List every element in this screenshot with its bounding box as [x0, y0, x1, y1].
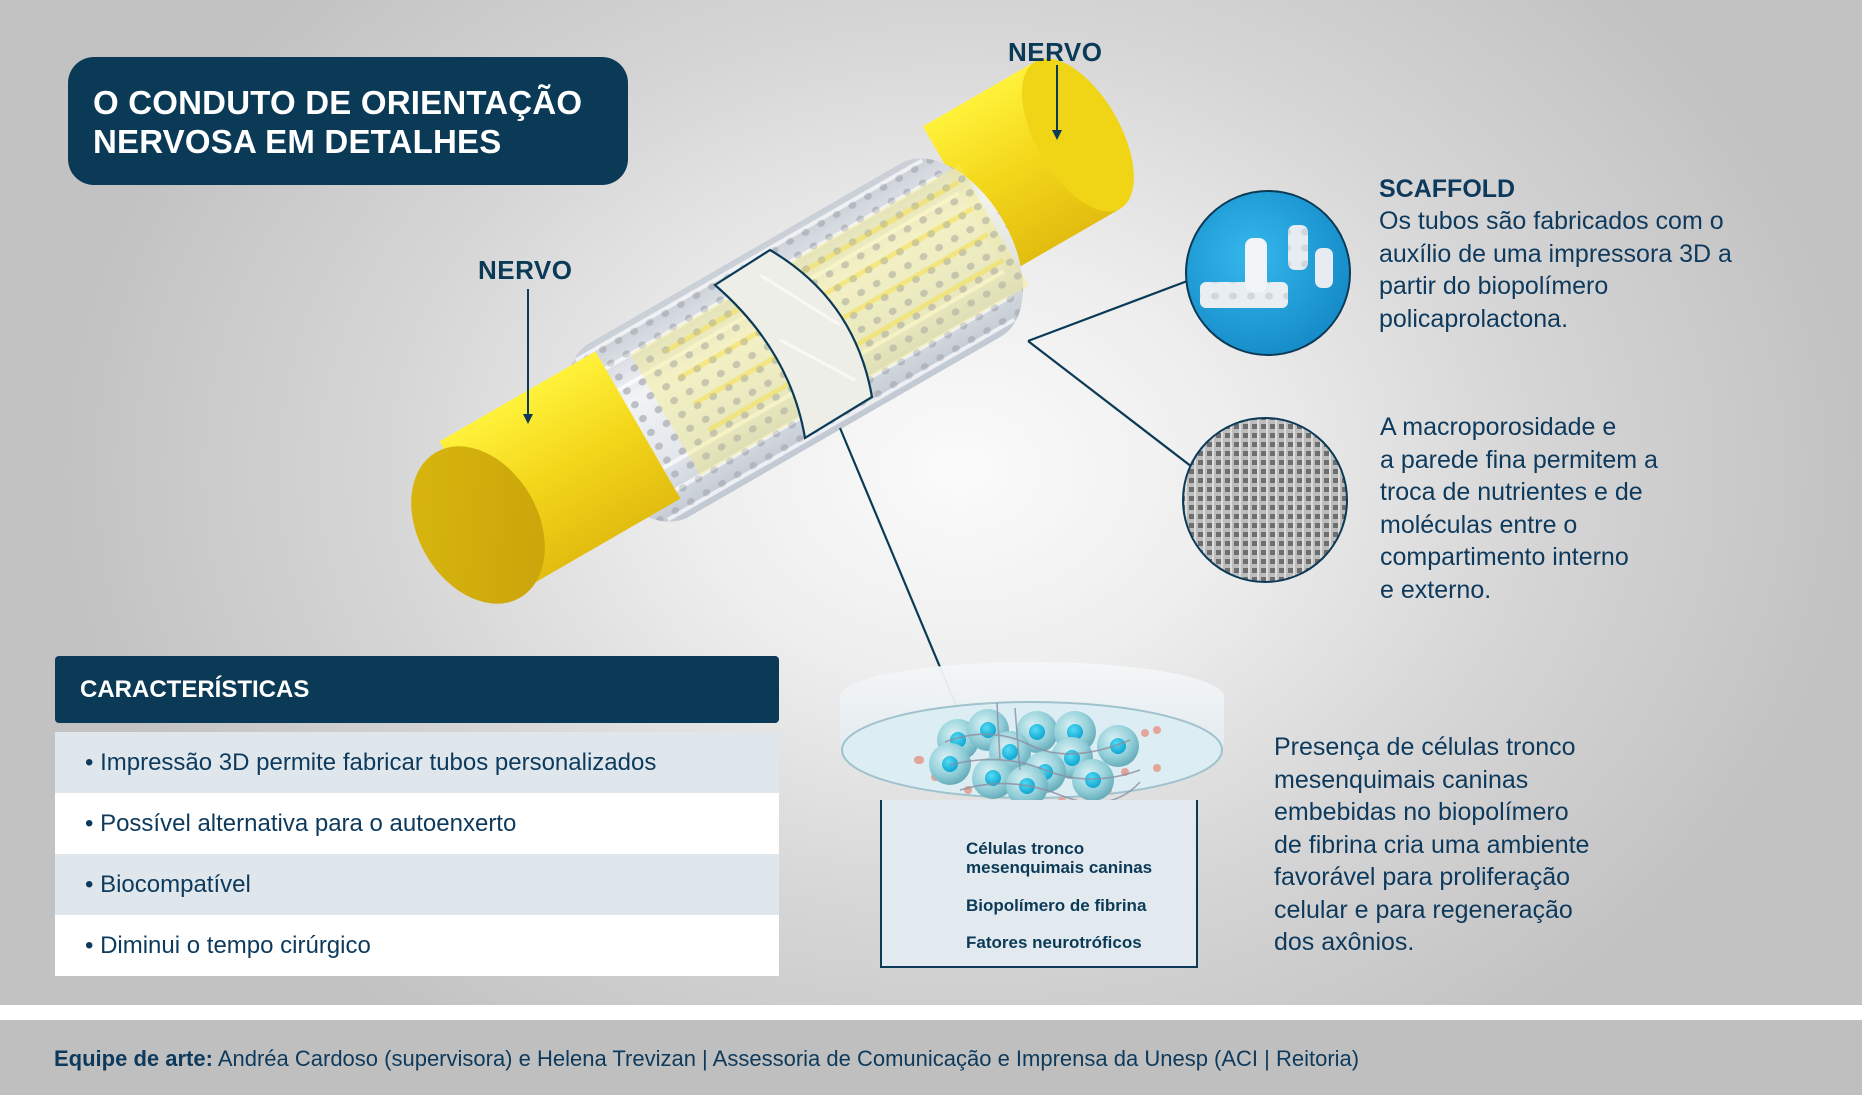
- left-nerve: [411, 351, 681, 604]
- footer-label: Equipe de arte:: [54, 1046, 213, 1071]
- porosity-line: moléculas entre o: [1380, 510, 1578, 539]
- scaffold-line: policaprolactona.: [1379, 304, 1569, 333]
- title-line-2: NERVOSA EM DETALHES: [93, 123, 502, 160]
- legend-fibrin: Biopolímero de fibrina: [966, 896, 1147, 915]
- cells-line: de fibrina cria uma ambiente: [1274, 830, 1590, 859]
- cells-line: mesenquimais caninas: [1274, 765, 1529, 794]
- cells-description: Presença de células tronco mesenquimais …: [1274, 731, 1589, 959]
- porosity-line: compartimento interno: [1380, 543, 1629, 571]
- feature-item: • Biocompatível: [55, 854, 779, 915]
- footer: Equipe de arte: Andréa Cardoso (supervis…: [0, 1020, 1862, 1095]
- footer-credits: Equipe de arte: Andréa Cardoso (supervis…: [54, 1046, 1359, 1072]
- feature-item: • Possível alternativa para o autoenxert…: [55, 793, 779, 854]
- cells-line: dos axônios.: [1274, 928, 1415, 956]
- features-list: • Impressão 3D permite fabricar tubos pe…: [55, 732, 779, 976]
- porosity-line: troca de nutrientes e de: [1380, 478, 1643, 506]
- scaffold-line: Os tubos são fabricados com o: [1379, 207, 1724, 235]
- cells-line: embebidas no biopolímero: [1274, 798, 1569, 826]
- legend-factors: Fatores neurotróficos: [966, 933, 1142, 952]
- porosity-line: A macroporosidade e: [1380, 413, 1617, 441]
- legend-cells-line-2: mesenquimais caninas: [966, 858, 1153, 877]
- footer-text: Andréa Cardoso (supervisora) e Helena Tr…: [212, 1046, 1360, 1071]
- features-panel: CARACTERÍSTICAS • Impressão 3D permite f…: [55, 656, 779, 976]
- scaffold-photo: [1185, 190, 1351, 356]
- scaffold-line: auxílio de uma impressora 3D a: [1379, 239, 1732, 268]
- porosity-line: e externo.: [1380, 575, 1492, 604]
- legend-cells-line-1: Células tronco: [966, 839, 1085, 858]
- cells-line: Presença de células tronco: [1274, 733, 1576, 761]
- porosity-line: a parede fina permitem a: [1380, 445, 1658, 474]
- scaffold-description: SCAFFOLD Os tubos são fabricados com o a…: [1379, 173, 1732, 335]
- cells-line: celular e para regeneração: [1274, 895, 1573, 924]
- feature-item: • Impressão 3D permite fabricar tubos pe…: [55, 732, 779, 793]
- nerve-label-left: NERVO: [478, 255, 573, 285]
- conduit-illustration: [411, 58, 1351, 950]
- right-nerve: [922, 58, 1134, 274]
- mesh-photo: [1182, 417, 1348, 583]
- footer-divider: [0, 1005, 1862, 1020]
- nerve-label-top: NERVO: [1008, 37, 1103, 67]
- scaffold-heading: SCAFFOLD: [1379, 175, 1516, 203]
- title-box: O CONDUTO DE ORIENTAÇÃO NERVOSA EM DETAL…: [68, 57, 628, 185]
- porosity-description: A macroporosidade e a parede fina permit…: [1380, 411, 1658, 606]
- feature-item: • Diminui o tempo cirúrgico: [55, 915, 779, 976]
- title-line-1: O CONDUTO DE ORIENTAÇÃO: [93, 84, 583, 121]
- cutaway-window: [713, 248, 874, 440]
- legend-box: Células tronco mesenquimais caninas Biop…: [880, 800, 1198, 968]
- cells-line: favorável para proliferação: [1274, 863, 1570, 891]
- scaffold-line: partir do biopolímero: [1379, 272, 1609, 300]
- features-heading: CARACTERÍSTICAS: [55, 656, 779, 723]
- petri-dish: [840, 662, 1224, 810]
